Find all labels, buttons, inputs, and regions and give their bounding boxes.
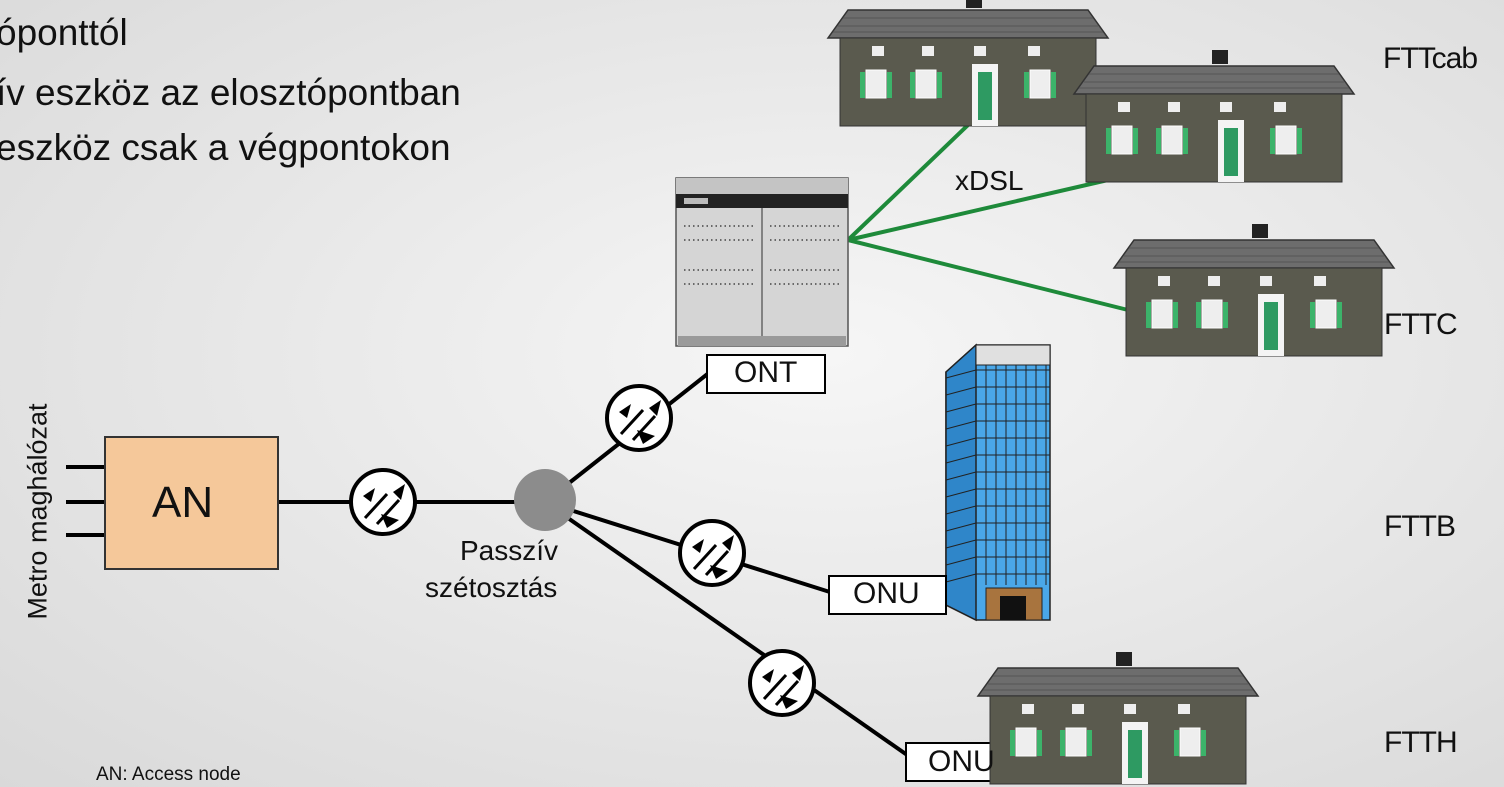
house-3 bbox=[1113, 223, 1395, 357]
optical-symbol-1 bbox=[349, 468, 417, 536]
house-1 bbox=[827, 0, 1109, 127]
fiber-to-onu-h bbox=[543, 500, 912, 759]
metro-label: Metro maghálózat bbox=[22, 403, 53, 620]
building-side-floor-line bbox=[945, 471, 977, 481]
house-2 bbox=[1073, 49, 1355, 183]
an-label: AN bbox=[152, 478, 214, 527]
optical-symbol-2 bbox=[605, 384, 673, 452]
fttcab-label: FTTcab bbox=[1383, 42, 1478, 75]
optical-symbol-3 bbox=[678, 519, 746, 587]
building-side-floor-line bbox=[945, 505, 977, 515]
office-building bbox=[945, 343, 1051, 622]
building-side-floor-line bbox=[945, 573, 977, 583]
dsl-line-1 bbox=[846, 123, 970, 242]
building-side-floor-line bbox=[945, 556, 977, 566]
house-4 bbox=[977, 651, 1259, 785]
ont-label-box bbox=[706, 354, 826, 394]
ont-cabinet bbox=[675, 177, 849, 347]
building-side-floor-line bbox=[945, 420, 977, 430]
fttb-label: FTTB bbox=[1384, 510, 1456, 543]
xdsl-label: xDSL bbox=[955, 165, 1024, 196]
ftth-label: FTTH bbox=[1384, 726, 1458, 759]
building-side-floor-line bbox=[945, 488, 977, 498]
bullet-line-1: óponttól bbox=[0, 12, 128, 53]
optical-symbol-4 bbox=[748, 649, 816, 717]
building-side-floor-line bbox=[945, 369, 977, 379]
building-side-floor-line bbox=[945, 403, 977, 413]
access-node-box bbox=[104, 436, 279, 570]
passive-label-line2: szétosztás bbox=[425, 572, 558, 603]
fttc-label: FTTC bbox=[1384, 308, 1458, 341]
bullet-line-2: ív eszköz az elosztópontban bbox=[0, 72, 461, 113]
passive-splitter bbox=[514, 469, 576, 531]
building-side-floor-line bbox=[945, 539, 977, 549]
dsl-line-3 bbox=[847, 238, 1169, 322]
onu-h-label: ONU bbox=[928, 745, 995, 778]
building-side-floor-line bbox=[945, 522, 977, 532]
onu-b-label: ONU bbox=[853, 577, 920, 610]
bullet-line-3: eszköz csak a végpontokon bbox=[0, 127, 451, 168]
footnote: AN: Access node bbox=[96, 764, 241, 785]
building-side-floor-line bbox=[945, 454, 977, 464]
dsl-line-2 bbox=[847, 178, 1109, 242]
building-side-floor-line bbox=[945, 437, 977, 447]
passive-label-line1: Passzív bbox=[460, 535, 559, 566]
ont-label: ONT bbox=[734, 356, 798, 389]
onu-b-label-box bbox=[828, 575, 947, 615]
building-side-floor-line bbox=[945, 386, 977, 396]
